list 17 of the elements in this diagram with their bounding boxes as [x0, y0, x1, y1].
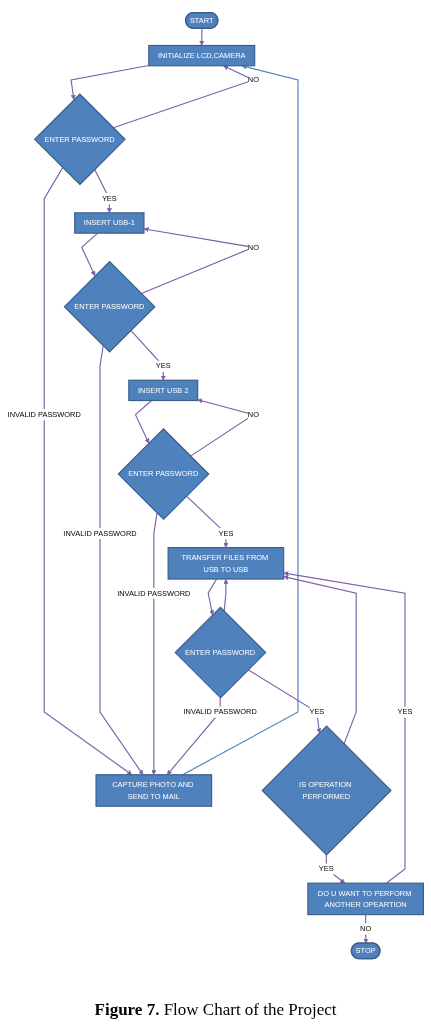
arrow — [70, 64, 150, 100]
arrow — [166, 697, 221, 775]
arrow — [81, 232, 99, 277]
arrow — [134, 399, 153, 444]
arrow — [363, 914, 369, 944]
arrow — [151, 512, 158, 775]
arrow — [185, 495, 229, 548]
arrow — [247, 669, 322, 734]
figure-caption: Figure 7. Flow Chart of the Project — [94, 1000, 337, 1020]
arrow — [199, 28, 205, 46]
arrow — [325, 854, 346, 884]
arrow — [182, 64, 299, 776]
arrow — [99, 345, 144, 775]
arrow — [283, 571, 406, 884]
arrow — [130, 329, 166, 381]
arrow — [207, 578, 218, 616]
arrow — [223, 578, 229, 612]
